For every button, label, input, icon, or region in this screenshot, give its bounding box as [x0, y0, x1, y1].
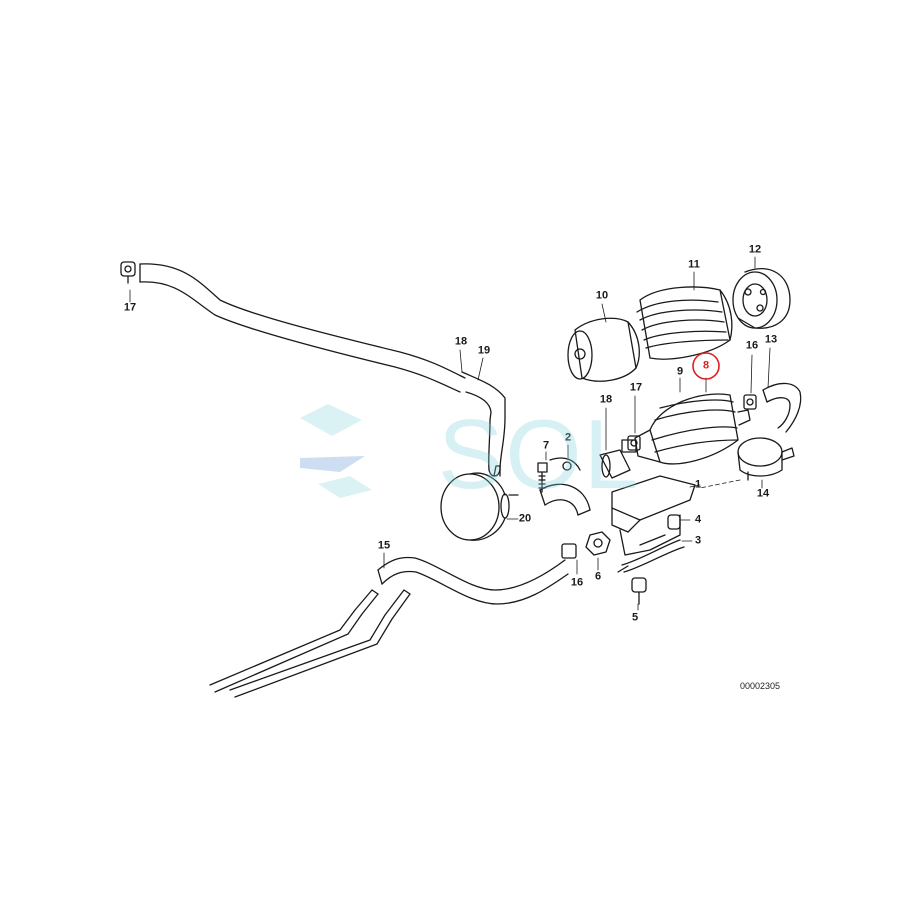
callout-8: 8 [702, 359, 710, 372]
rubber-mount-5 [617, 565, 647, 605]
hose-clamp-17-top [120, 261, 136, 284]
nut-6 [585, 531, 611, 556]
fuel-pump-9 [621, 393, 751, 465]
callout-18-middle: 18 [599, 393, 613, 406]
sleeve-18-middle [599, 449, 631, 479]
callout-11: 11 [688, 258, 700, 271]
callout-5: 5 [631, 611, 639, 624]
callout-17-top: 17 [123, 301, 137, 314]
callout-16-bottom: 16 [570, 576, 584, 589]
highlight-circle [692, 352, 720, 380]
callout-18-top: 18 [454, 335, 468, 348]
drawing-code: 00002305 [740, 681, 781, 691]
fuel-line-15 [377, 543, 577, 605]
callout-6: 6 [594, 570, 602, 583]
callout-10: 10 [595, 289, 609, 302]
end-cap-10 [567, 317, 640, 382]
hose-clamp-16-right [743, 394, 757, 410]
ring-12 [732, 267, 791, 329]
callout-19: 19 [477, 344, 491, 357]
watermark-logo-icon [300, 404, 372, 498]
callout-15: 15 [377, 539, 391, 552]
callout-2: 2 [564, 431, 572, 444]
hose-clamp-17-middle [627, 435, 641, 451]
mounting-clip-2 [539, 457, 591, 516]
vent-cap-20 [440, 465, 519, 541]
callout-12: 12 [748, 243, 762, 256]
pressure-damper-14 [737, 437, 795, 481]
callout-7: 7 [542, 439, 550, 452]
callout-14: 14 [756, 487, 770, 500]
return-hose-13 [762, 382, 802, 433]
callout-16-right: 16 [745, 339, 759, 352]
rubber-mount-4 [667, 514, 681, 530]
mount-strap-3 [621, 539, 685, 573]
leader-lines [129, 256, 771, 611]
callout-13: 13 [764, 333, 778, 346]
long-fuel-lines [209, 589, 411, 698]
bellows-boot-11 [636, 286, 733, 360]
watermark-text: SOL [438, 399, 641, 509]
callout-4: 4 [694, 513, 702, 526]
callout-17-middle: 17 [629, 381, 643, 394]
callout-20: 20 [518, 512, 532, 525]
callout-3: 3 [694, 534, 702, 547]
callout-9: 9 [676, 365, 684, 378]
callout-1: 1 [694, 478, 702, 491]
upper-vent-hose [139, 263, 466, 393]
